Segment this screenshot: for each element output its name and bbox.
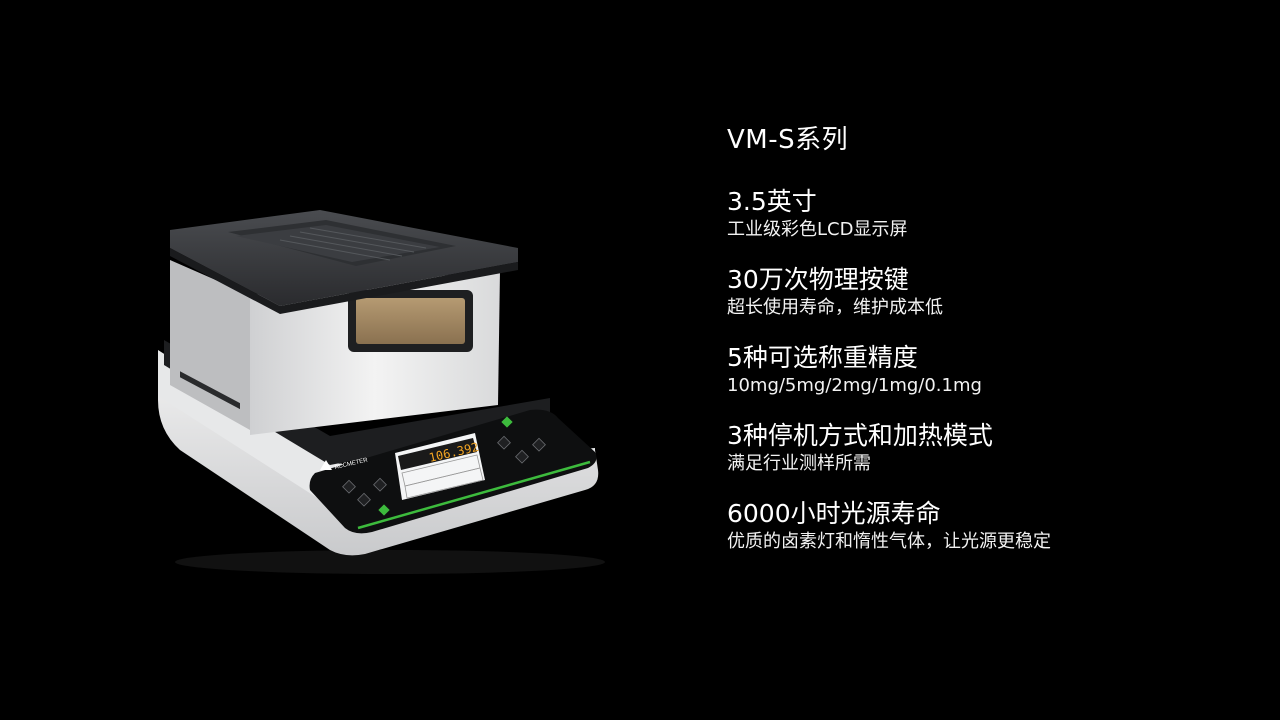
series-title: VM-S系列 bbox=[727, 125, 849, 155]
spec-subtitle: 优质的卤素灯和惰性气体，让光源更稳定 bbox=[727, 531, 1051, 552]
spec-subtitle: 超长使用寿命，维护成本低 bbox=[727, 297, 943, 318]
spec-item-keys: 30万次物理按键 超长使用寿命，维护成本低 bbox=[727, 264, 1247, 320]
spec-item-lamp: 6000小时光源寿命 优质的卤素灯和惰性气体，让光源更稳定 bbox=[727, 498, 1247, 554]
spec-item-modes: 3种停机方式和加热模式 满足行业测样所需 bbox=[727, 420, 1247, 476]
spec-panel: VM-S系列 3.5英寸 工业级彩色LCD显示屏 30万次物理按键 超长使用寿命… bbox=[727, 122, 1247, 576]
spec-item-display: 3.5英寸 工业级彩色LCD显示屏 bbox=[727, 186, 1247, 242]
spec-subtitle: 工业级彩色LCD显示屏 bbox=[727, 219, 908, 240]
spec-title: 3种停机方式和加热模式 bbox=[727, 421, 993, 450]
spec-title: 30万次物理按键 bbox=[727, 265, 909, 294]
spec-title: 6000小时光源寿命 bbox=[727, 499, 941, 528]
spec-item-precision: 5种可选称重精度 10mg/5mg/2mg/1mg/0.1mg bbox=[727, 342, 1247, 398]
moisture-analyzer-image: 106.392 ACCMETER bbox=[158, 210, 605, 574]
spec-title: 5种可选称重精度 bbox=[727, 343, 918, 372]
spec-subtitle: 满足行业测样所需 bbox=[727, 453, 871, 474]
spec-title: 3.5英寸 bbox=[727, 187, 817, 216]
spec-subtitle: 10mg/5mg/2mg/1mg/0.1mg bbox=[727, 375, 982, 396]
